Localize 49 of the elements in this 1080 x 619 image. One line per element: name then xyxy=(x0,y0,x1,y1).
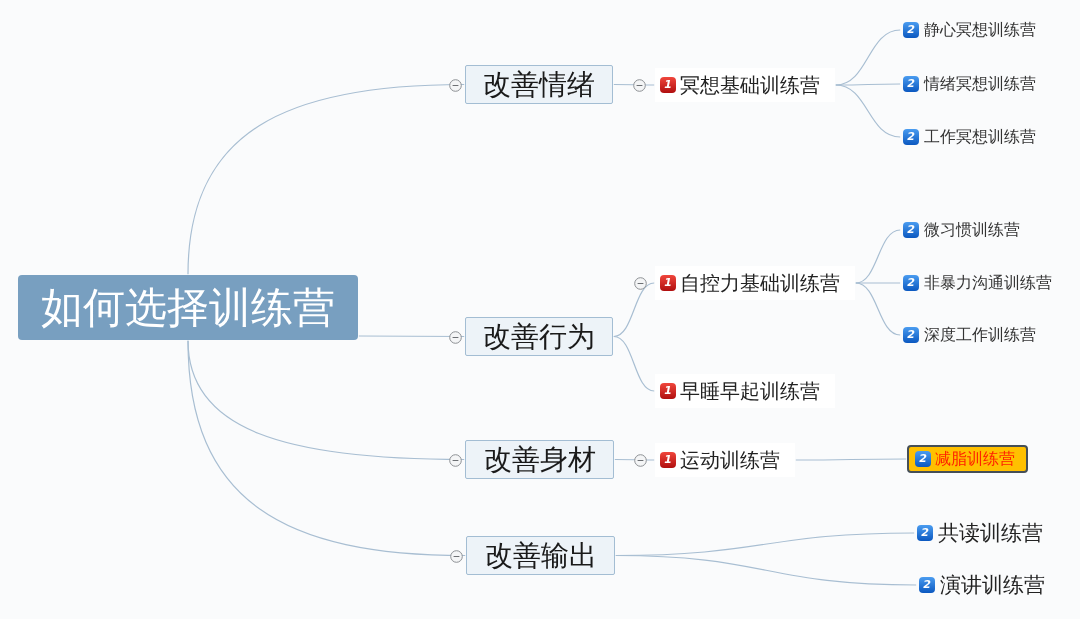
topic-label: 非暴力沟通训练营 xyxy=(924,273,1052,293)
priority-badge: 2 xyxy=(915,451,931,467)
connector-line xyxy=(835,83,901,86)
topic-label: 演讲训练营 xyxy=(940,572,1045,598)
topic-box: 改善输出 xyxy=(466,536,615,575)
topic-box: 改善情绪 xyxy=(465,65,613,104)
topic-label: 微习惯训练营 xyxy=(924,220,1020,240)
connector-line xyxy=(187,83,465,275)
priority-badge: 1 xyxy=(660,275,676,291)
topic-label: 共读训练营 xyxy=(938,520,1043,546)
connector-line xyxy=(795,458,907,461)
topic-label: 情绪冥想训练营 xyxy=(924,74,1036,94)
topic-label: 工作冥想训练营 xyxy=(924,127,1036,147)
connector-line xyxy=(187,340,466,557)
topic-box: 改善身材 xyxy=(465,440,614,479)
topic-label: 自控力基础训练营 xyxy=(680,271,840,295)
highlighted-topic-box xyxy=(907,445,1028,473)
connector-line xyxy=(855,282,901,284)
priority-badge: 2 xyxy=(903,327,919,343)
topic-label: 静心冥想训练营 xyxy=(924,20,1036,40)
connector-line xyxy=(358,335,465,338)
connector-line xyxy=(855,282,901,336)
priority-badge: 1 xyxy=(660,77,676,93)
priority-badge: 2 xyxy=(903,222,919,238)
connector-line xyxy=(615,554,917,586)
topic-label: 运动训练营 xyxy=(680,448,780,472)
priority-badge: 2 xyxy=(903,76,919,92)
connector-line xyxy=(613,83,655,86)
central-topic-box: 如何选择训练营 xyxy=(18,275,358,340)
topic-label: 减脂训练营 xyxy=(935,449,1015,469)
priority-badge: 1 xyxy=(660,452,676,468)
topic-label: 冥想基础训练营 xyxy=(680,73,820,97)
connector-line xyxy=(613,282,655,338)
connector-line xyxy=(613,335,655,392)
subtopic-box xyxy=(655,266,855,300)
connector-line xyxy=(835,84,901,138)
priority-badge: 2 xyxy=(903,129,919,145)
priority-badge: 1 xyxy=(660,383,676,399)
subtopic-box xyxy=(655,374,835,408)
topic-label: 早睡早起训练营 xyxy=(680,379,820,403)
topic-box: 改善行为 xyxy=(465,317,613,356)
connector-line xyxy=(614,458,655,461)
priority-badge: 2 xyxy=(919,577,935,593)
subtopic-box xyxy=(655,443,795,477)
priority-badge: 2 xyxy=(903,275,919,291)
topic-label: 深度工作训练营 xyxy=(924,325,1036,345)
priority-badge: 2 xyxy=(903,22,919,38)
subtopic-box xyxy=(655,68,835,102)
priority-badge: 2 xyxy=(917,525,933,541)
